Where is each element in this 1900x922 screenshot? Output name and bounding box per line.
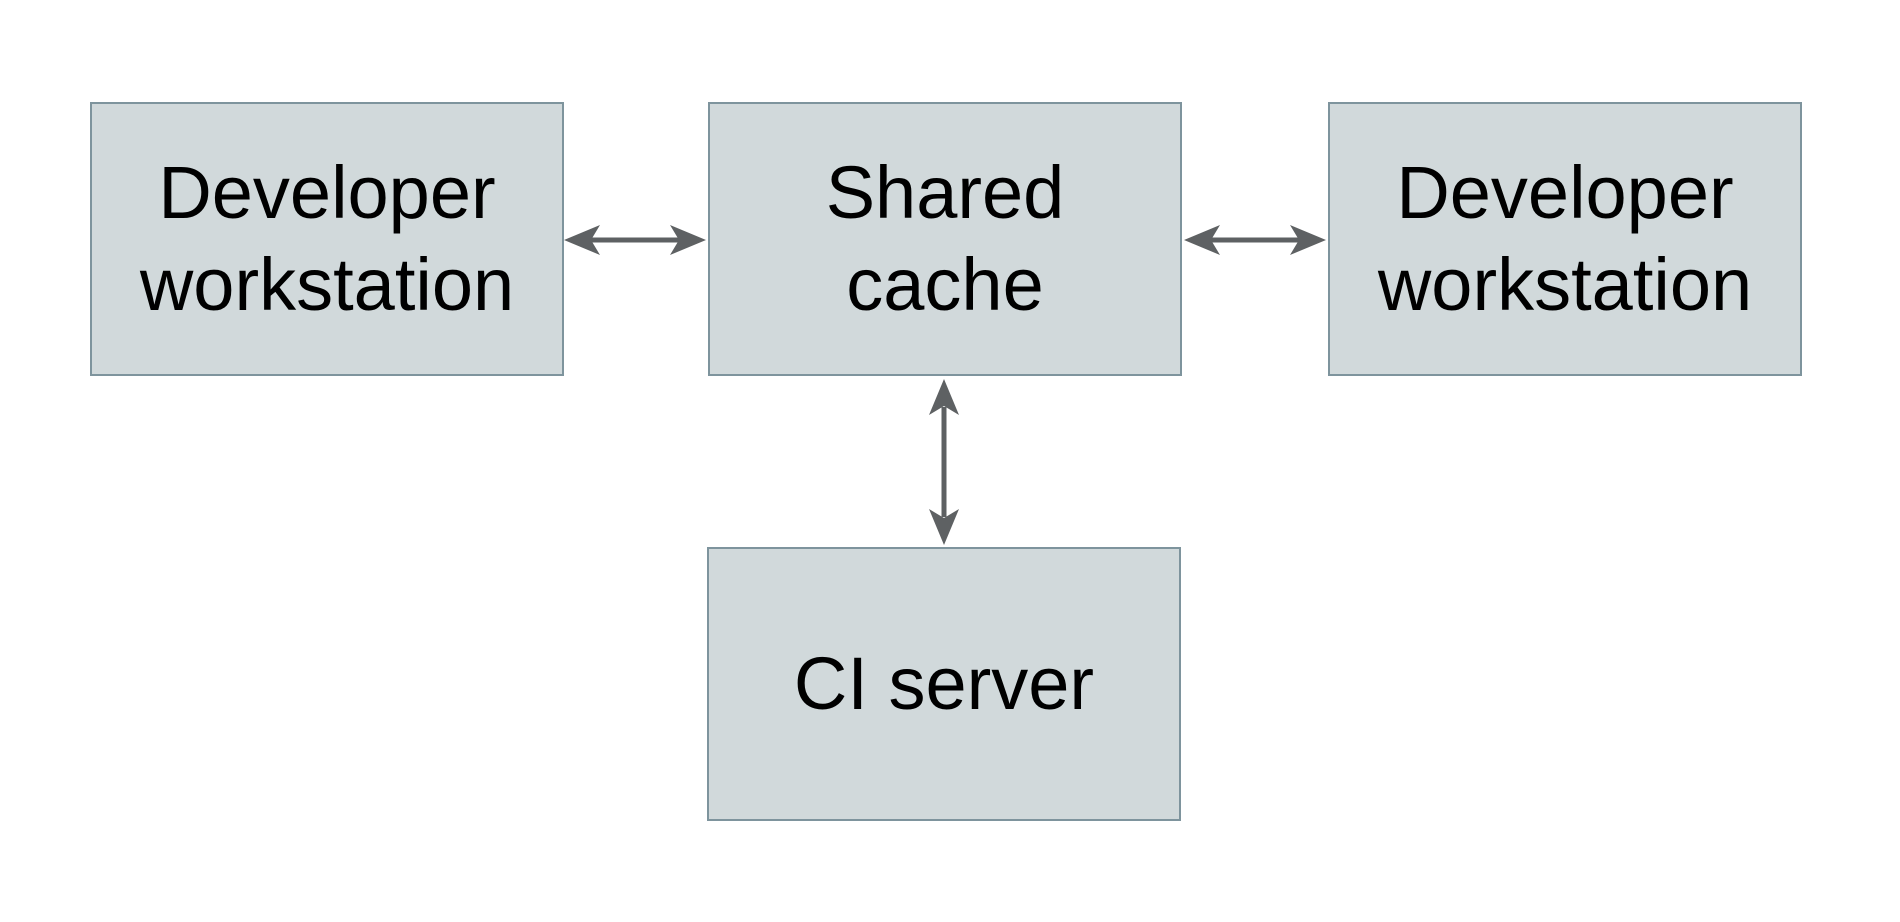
- node-developer-workstation-left: Developer workstation: [90, 102, 564, 376]
- double-arrow-horizontal-icon: [564, 225, 706, 255]
- node-developer-workstation-right: Developer workstation: [1328, 102, 1802, 376]
- node-label-developer-workstation-left: Developer workstation: [139, 150, 515, 327]
- bidirectional-arrow-cache-to-right-workstation: [1182, 218, 1328, 262]
- double-arrow-vertical-icon: [929, 379, 959, 545]
- node-label-ci-server: CI server: [793, 641, 1095, 725]
- node-label-shared-cache: Shared cache: [825, 150, 1065, 327]
- double-arrow-horizontal-icon: [1184, 225, 1326, 255]
- bidirectional-arrow-cache-to-ci-server: [922, 377, 966, 547]
- bidirectional-arrow-left-workstation-to-cache: [562, 218, 708, 262]
- node-shared-cache: Shared cache: [708, 102, 1182, 376]
- node-ci-server: CI server: [707, 547, 1181, 821]
- node-label-developer-workstation-right: Developer workstation: [1377, 150, 1753, 327]
